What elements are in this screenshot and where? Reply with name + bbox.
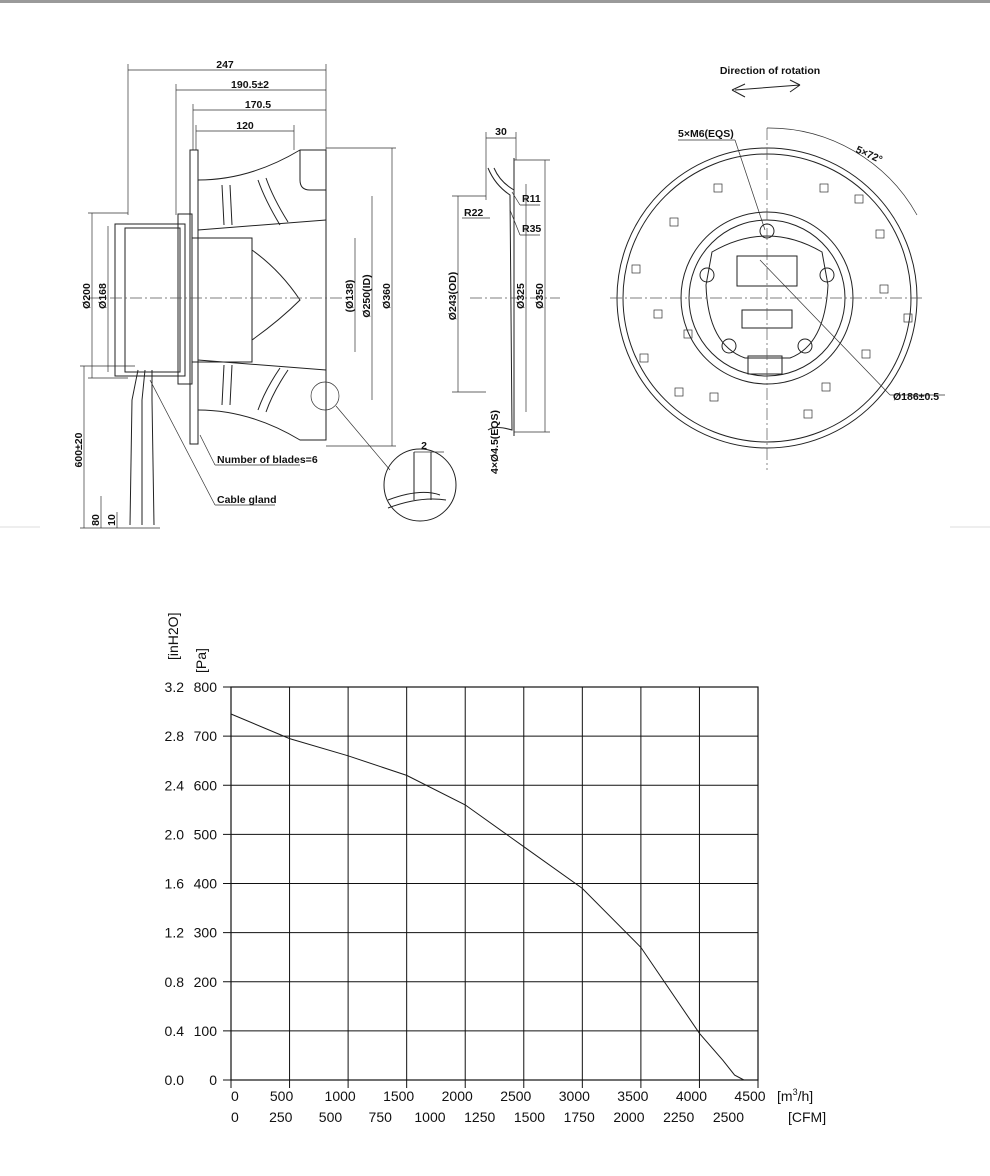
x2-tick-label: 1500 bbox=[514, 1109, 545, 1125]
dim-190: 190.5±2 bbox=[231, 79, 269, 91]
y-tick-label: 200 bbox=[194, 974, 218, 990]
x2-tick-label: 1250 bbox=[464, 1109, 495, 1125]
x-tick-label: 2000 bbox=[442, 1088, 473, 1104]
front-view: Direction of rotation 5×M6(EQS) 5×72° Ø1… bbox=[610, 65, 945, 470]
dim-r11: R11 bbox=[522, 193, 541, 205]
y2-tick-label: 0.0 bbox=[165, 1072, 185, 1088]
x-tick-label: 3500 bbox=[617, 1088, 648, 1104]
dim-325: Ø325 bbox=[515, 283, 527, 309]
x2-tick-label: 2000 bbox=[613, 1109, 644, 1125]
cable-gland-label: Cable gland bbox=[217, 494, 277, 506]
y-tick-label: 600 bbox=[194, 777, 218, 793]
x-tick-label: 4500 bbox=[734, 1088, 765, 1104]
y2-tick-label: 2.0 bbox=[165, 826, 185, 842]
dim-120: 120 bbox=[236, 120, 254, 132]
x-tick-label: 1500 bbox=[383, 1088, 414, 1104]
y-tick-label: 400 bbox=[194, 876, 218, 892]
y-tick-label: 0 bbox=[209, 1072, 217, 1088]
chart-grid bbox=[231, 687, 758, 1080]
y-tick-label: 500 bbox=[194, 826, 218, 842]
dim-200: Ø200 bbox=[81, 283, 93, 309]
y2-tick-label: 1.6 bbox=[165, 876, 185, 892]
y2-tick-label: 2.8 bbox=[165, 728, 185, 744]
x-tick-label: 3000 bbox=[559, 1088, 590, 1104]
dim-360: Ø360 bbox=[381, 283, 393, 309]
dim-168: Ø168 bbox=[97, 283, 109, 309]
y2-tick-label: 2.4 bbox=[165, 777, 185, 793]
y2-unit-label: [inH2O] bbox=[165, 613, 181, 660]
detail-dim-2: 2 bbox=[421, 440, 427, 452]
top-border bbox=[0, 0, 990, 3]
dim-138: (Ø138) bbox=[344, 280, 356, 313]
rotation-label: Direction of rotation bbox=[720, 65, 820, 77]
x-tick-label: 0 bbox=[231, 1088, 239, 1104]
y-unit-label: [Pa] bbox=[193, 648, 209, 673]
technical-drawing: 247 190.5±2 170.5 120 Ø200 Ø168 (Ø138) Ø… bbox=[0, 59, 990, 529]
y-tick-label: 800 bbox=[194, 679, 218, 695]
plot-frame bbox=[230, 686, 759, 1081]
x2-tick-label: 0 bbox=[231, 1109, 239, 1125]
x2-tick-label: 750 bbox=[369, 1109, 393, 1125]
dim-r22: R22 bbox=[464, 207, 483, 219]
blades-label: Number of blades=6 bbox=[217, 454, 318, 466]
x-tick-label: 2500 bbox=[500, 1088, 531, 1104]
side-view: 247 190.5±2 170.5 120 Ø200 Ø168 (Ø138) Ø… bbox=[73, 59, 457, 529]
x2-unit-label: [CFM] bbox=[788, 1109, 826, 1125]
x2-tick-label: 2500 bbox=[713, 1109, 744, 1125]
dim-243: Ø243(OD) bbox=[447, 272, 459, 320]
y2-tick-label: 3.2 bbox=[165, 679, 185, 695]
dim-holes: 4×Ø4.5(EQS) bbox=[489, 410, 501, 474]
section-view: 30 R11 R22 R35 Ø243(OD) Ø325 Ø350 4×Ø4.5… bbox=[447, 126, 560, 474]
x-unit-label: [m3/h] bbox=[777, 1087, 813, 1104]
x2-tick-label: 2250 bbox=[663, 1109, 694, 1125]
dim-30: 30 bbox=[495, 126, 507, 138]
dim-10: 10 bbox=[106, 514, 118, 526]
x2-tick-label: 1750 bbox=[564, 1109, 595, 1125]
x2-tick-label: 250 bbox=[269, 1109, 293, 1125]
dim-247: 247 bbox=[216, 59, 234, 71]
y2-tick-label: 1.2 bbox=[165, 925, 185, 941]
y-tick-label: 100 bbox=[194, 1023, 218, 1039]
x-tick-label: 1000 bbox=[325, 1088, 356, 1104]
y2-tick-label: 0.4 bbox=[165, 1023, 185, 1039]
performance-curve bbox=[230, 713, 745, 1081]
x-tick-label: 4000 bbox=[676, 1088, 707, 1104]
dim-170: 170.5 bbox=[245, 99, 271, 111]
dim-80: 80 bbox=[90, 514, 102, 526]
x-tick-label: 500 bbox=[270, 1088, 294, 1104]
dim-600: 600±20 bbox=[73, 432, 85, 467]
dim-250: Ø250(ID) bbox=[361, 274, 373, 317]
angle-label: 5×72° bbox=[854, 144, 884, 166]
dim-350: Ø350 bbox=[534, 283, 546, 309]
m6-label: 5×M6(EQS) bbox=[678, 128, 734, 140]
dim-r35: R35 bbox=[522, 223, 541, 235]
y-tick-label: 700 bbox=[194, 728, 218, 744]
x2-tick-label: 1000 bbox=[414, 1109, 445, 1125]
y2-tick-label: 0.8 bbox=[165, 974, 185, 990]
d186-label: Ø186±0.5 bbox=[893, 391, 939, 403]
x2-tick-label: 500 bbox=[319, 1109, 343, 1125]
y-tick-label: 300 bbox=[194, 925, 218, 941]
